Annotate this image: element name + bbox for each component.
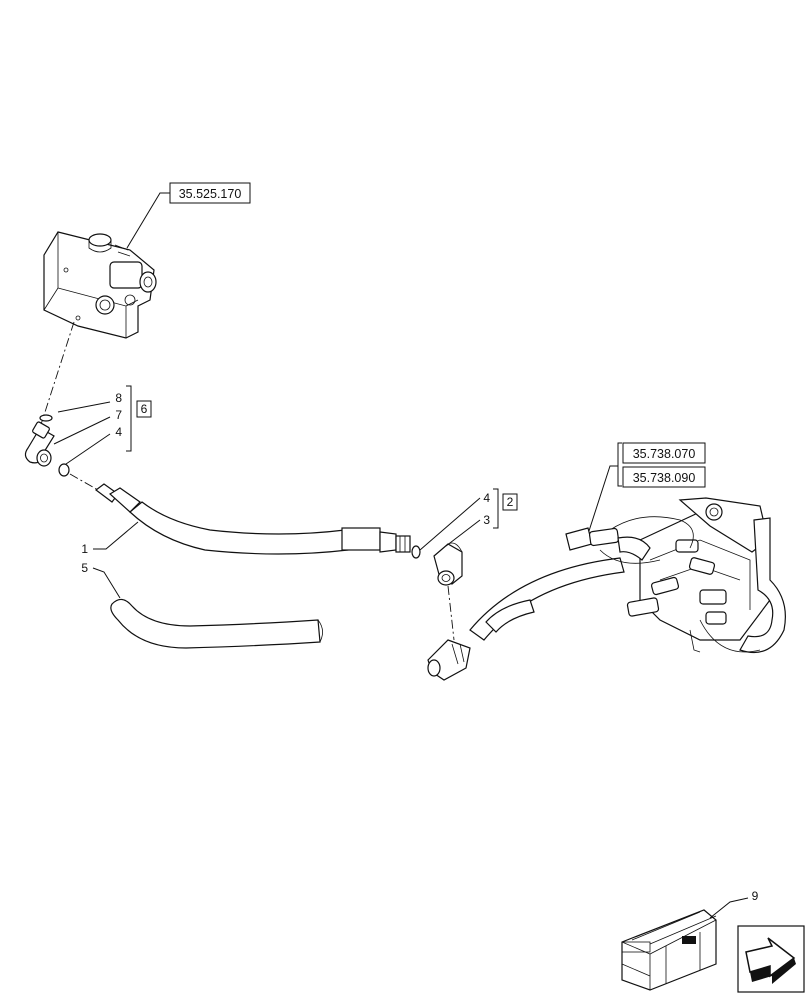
svg-text:7: 7 [115,408,122,422]
svg-text:35.525.170: 35.525.170 [179,187,242,201]
callout-3[interactable]: 3 [483,513,490,527]
svg-text:4: 4 [483,491,490,505]
callout-4-lower[interactable]: 4 [483,491,490,505]
svg-text:5: 5 [81,561,88,575]
hose-icon [95,483,411,555]
tube-icon [110,598,323,649]
callout-8[interactable]: 8 [115,391,122,405]
tee-fitting-icon [427,639,471,681]
svg-text:2: 2 [507,495,514,509]
ref-box-35-525-170[interactable]: 35.525.170 [169,182,251,204]
svg-text:3: 3 [483,513,490,527]
callout-7[interactable]: 7 [115,408,122,422]
svg-text:1: 1 [81,542,88,556]
callout-2-box[interactable]: 2 [502,493,518,511]
o-ring-icon [58,463,70,477]
callout-1[interactable]: 1 [81,542,88,556]
callout-6-box[interactable]: 6 [136,400,152,418]
callout-5[interactable]: 5 [81,561,88,575]
next-page-arrow-icon[interactable] [737,925,805,993]
callout-4-upper[interactable]: 4 [115,425,122,439]
svg-text:9: 9 [752,889,759,903]
hydraulic-valve-block-icon [43,231,157,339]
svg-text:4: 4 [115,425,122,439]
svg-text:35.738.070: 35.738.070 [633,447,696,461]
control-valve-assembly-icon [469,497,786,654]
o-ring-icon [411,545,421,559]
elbow-fitting-icon [24,421,55,467]
o-ring-icon [39,414,53,422]
callout-9[interactable]: 9 [752,889,759,903]
elbow-fitting-icon [433,542,463,586]
svg-text:35.738.090: 35.738.090 [633,471,696,485]
ref-box-35-738-090[interactable]: 35.738.090 [622,466,706,488]
kit-box-icon [621,909,717,991]
svg-text:6: 6 [141,402,148,416]
ref-box-35-738-070[interactable]: 35.738.070 [622,442,706,464]
svg-text:8: 8 [115,391,122,405]
